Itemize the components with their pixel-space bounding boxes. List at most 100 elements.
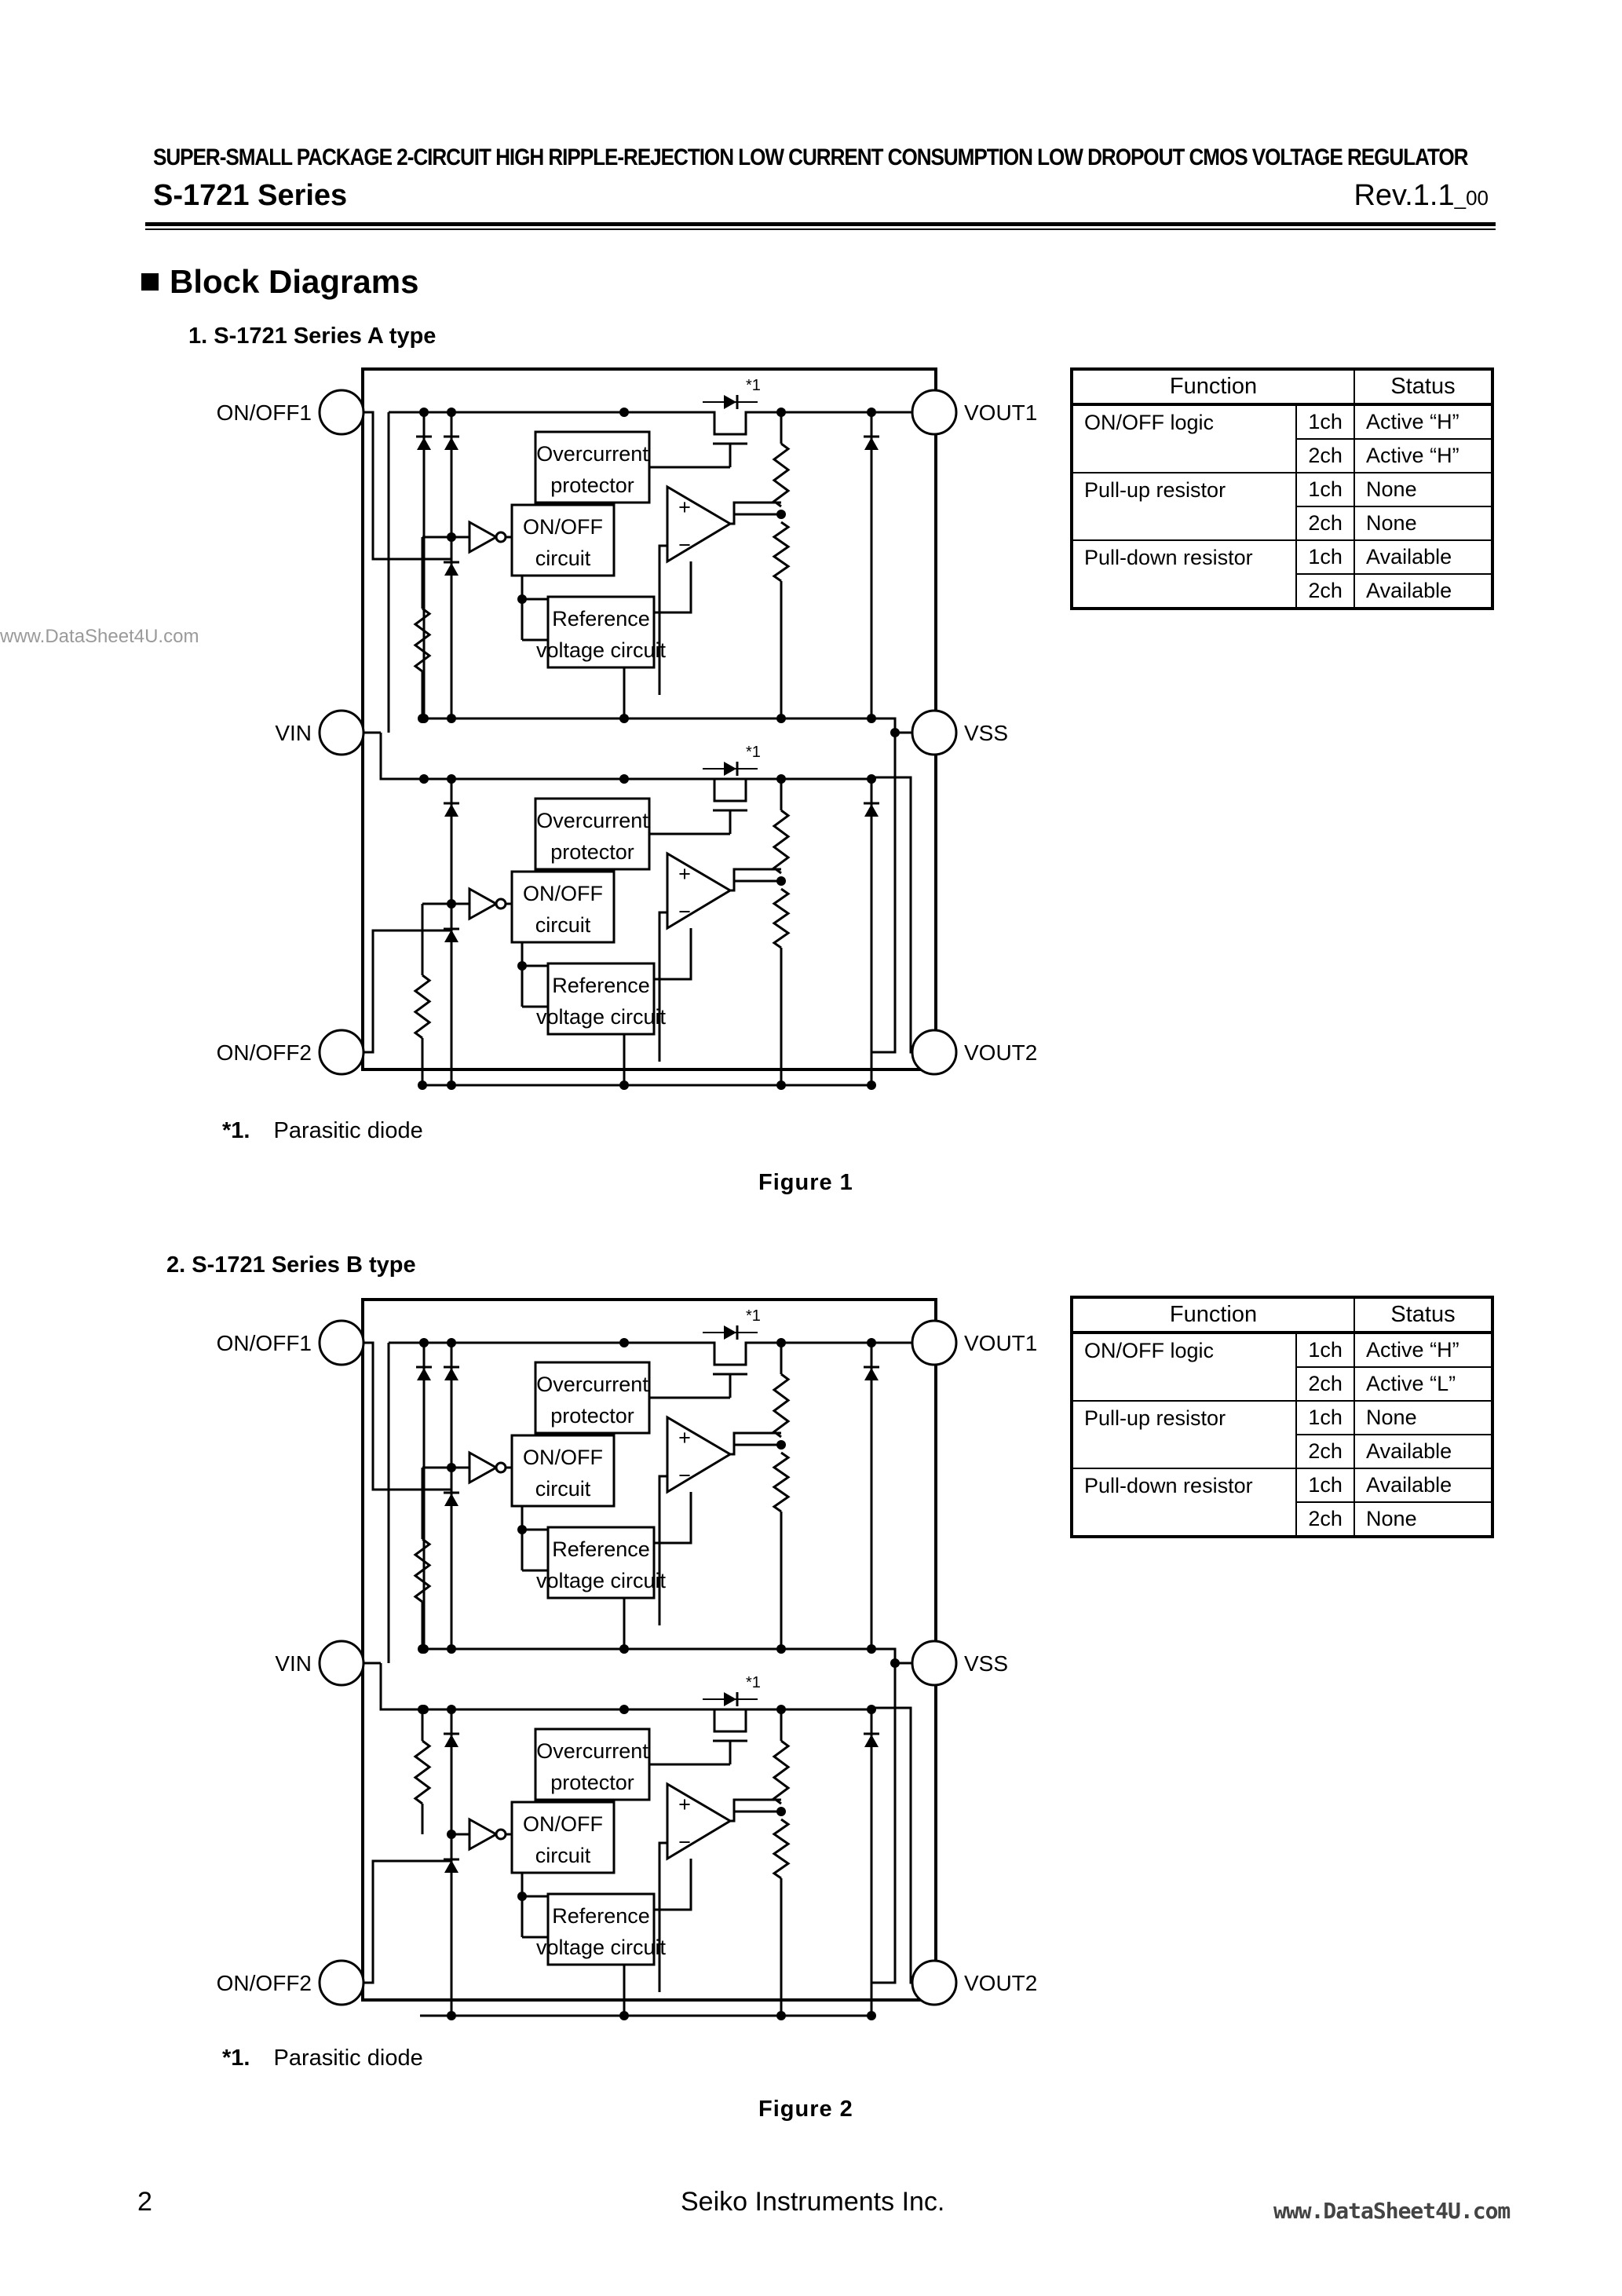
pin-label-vin: VIN	[275, 1651, 312, 1676]
diode-mark-label: *1	[746, 1674, 761, 1691]
wire	[871, 1706, 912, 1984]
footer-watermark: www.DataSheet4U.com	[1273, 2198, 1511, 2224]
pin-label-vss: VSS	[964, 1651, 1008, 1676]
table-cell-channel: 1ch	[1295, 1400, 1356, 1435]
figure-caption-1: Figure 1	[758, 1170, 853, 1195]
table-header-status: Status	[1353, 368, 1493, 406]
table-row: ON/OFF logic 1ch Active “H”	[1070, 1332, 1493, 1402]
overcurrent-protector-box	[534, 1361, 651, 1435]
amp-minus-label: −	[678, 1830, 691, 1854]
diode-icon	[444, 437, 458, 450]
overcurrent-protector-label: Overcurrent	[536, 809, 648, 832]
table-cell-channel: 1ch	[1295, 404, 1356, 440]
reference-voltage-circuit-label: Reference	[552, 607, 650, 631]
wire	[658, 911, 667, 1062]
table-cell-channel: 2ch	[1295, 1366, 1356, 1402]
table-cell-channel: 1ch	[1295, 1332, 1356, 1368]
diode-icon	[444, 1860, 458, 1873]
amp-minus-label: −	[678, 900, 691, 923]
table-cell-channel: 1ch	[1295, 1468, 1356, 1503]
pin-label-onoff1: ON/OFF1	[217, 400, 312, 425]
overcurrent-protector-label: protector	[550, 840, 634, 864]
table-cell-channel: 1ch	[1295, 539, 1356, 575]
table-cell-status: Available	[1353, 573, 1493, 609]
diode-icon	[444, 804, 458, 817]
pin-label-vout1: VOUT1	[964, 400, 1037, 425]
revision-label: Rev.1.1_00	[1353, 179, 1489, 213]
junction-dot	[867, 774, 876, 784]
junction-dot	[776, 2011, 786, 2020]
inverter-icon	[468, 1817, 499, 1852]
reference-voltage-circuit-label: voltage circuit	[536, 1569, 667, 1592]
reference-voltage-circuit-box	[546, 1892, 656, 1966]
amp-plus-label: +	[678, 1793, 691, 1816]
onoff-circuit-label: ON/OFF	[523, 1446, 603, 1469]
wire	[379, 1663, 871, 1711]
overcurrent-protector-label: protector	[550, 1771, 634, 1794]
resistor-icon	[772, 887, 791, 949]
section-title-text: Block Diagrams	[170, 263, 419, 300]
table-cell-status: Available	[1353, 539, 1493, 575]
wire	[658, 1841, 667, 1992]
subsection-heading-b-type: 2. S-1721 Series B type	[166, 1252, 416, 1278]
table-cell-channel: 1ch	[1295, 472, 1356, 507]
wire	[871, 776, 912, 1054]
resistor-icon	[772, 809, 791, 875]
footnote-b-type: *1.Parasitic diode	[222, 2046, 423, 2071]
diode-icon	[444, 1735, 458, 1747]
onoff-circuit-label: ON/OFF	[523, 882, 603, 905]
reference-voltage-circuit-label: voltage circuit	[536, 1005, 667, 1029]
reference-voltage-circuit-label: Reference	[552, 974, 650, 997]
inverter-bubble-icon	[495, 1461, 507, 1474]
table-header-status: Status	[1353, 1296, 1493, 1334]
amp-minus-label: −	[678, 1464, 691, 1487]
diode-icon	[864, 1735, 879, 1747]
table-cell-function: Pull-up resistor	[1070, 472, 1298, 541]
table-row: 2ch Active “H”	[1072, 438, 1493, 473]
diode-icon	[444, 1368, 458, 1380]
amp-minus-label: −	[678, 533, 691, 557]
onoff-circuit-box	[510, 1434, 616, 1508]
onoff-circuit-box	[510, 1801, 616, 1874]
pin-label-vss: VSS	[964, 721, 1008, 745]
diode-icon	[417, 1368, 431, 1380]
table-cell-status: None	[1353, 472, 1493, 507]
table-row: 2ch None	[1072, 1501, 1493, 1537]
pin-icon	[911, 1640, 958, 1687]
footnote-mark: *1.	[222, 1118, 250, 1143]
table-row: ON/OFF logic 1ch Active “H”	[1070, 404, 1493, 473]
table-header-row: Function Status	[1070, 368, 1493, 406]
amp-plus-label: +	[678, 495, 691, 519]
overcurrent-protector-label: protector	[550, 473, 634, 497]
pin-label-vout2: VOUT2	[964, 1040, 1037, 1065]
function-table-b-type: Function Status ON/OFF logic 1ch Active …	[1070, 1296, 1494, 1538]
pin-icon	[911, 1959, 958, 2006]
junction-dot	[867, 1705, 876, 1714]
error-amplifier-icon	[666, 1782, 732, 1861]
onoff-circuit-box	[510, 870, 616, 944]
junction-dot	[447, 2011, 456, 2020]
onoff-circuit-label: circuit	[535, 913, 591, 937]
reference-voltage-circuit-box	[546, 1526, 656, 1600]
pin-label-vin: VIN	[275, 721, 312, 745]
table-row: Pull-down resistor 1ch Available	[1070, 1468, 1493, 1537]
junction-dot	[619, 1338, 629, 1347]
resistor-icon	[772, 442, 791, 508]
junction-dot	[447, 1080, 456, 1090]
footnote-text: Parasitic diode	[273, 2046, 423, 2071]
wire	[654, 928, 692, 981]
table-cell-function: Pull-down resistor	[1070, 1468, 1298, 1537]
pmos-transistor-icon	[703, 1341, 758, 1366]
junction-dot	[418, 1705, 427, 1714]
section-title: Block Diagrams	[141, 263, 418, 301]
pin-label-vout1: VOUT1	[964, 1331, 1037, 1355]
diode-mark-label: *1	[746, 744, 761, 761]
junction-dot	[776, 714, 786, 723]
table-header-row: Function Status	[1070, 1296, 1493, 1334]
overcurrent-protector-box	[534, 797, 651, 871]
diode-mark-label: *1	[746, 1307, 761, 1325]
junction-dot	[447, 714, 456, 723]
